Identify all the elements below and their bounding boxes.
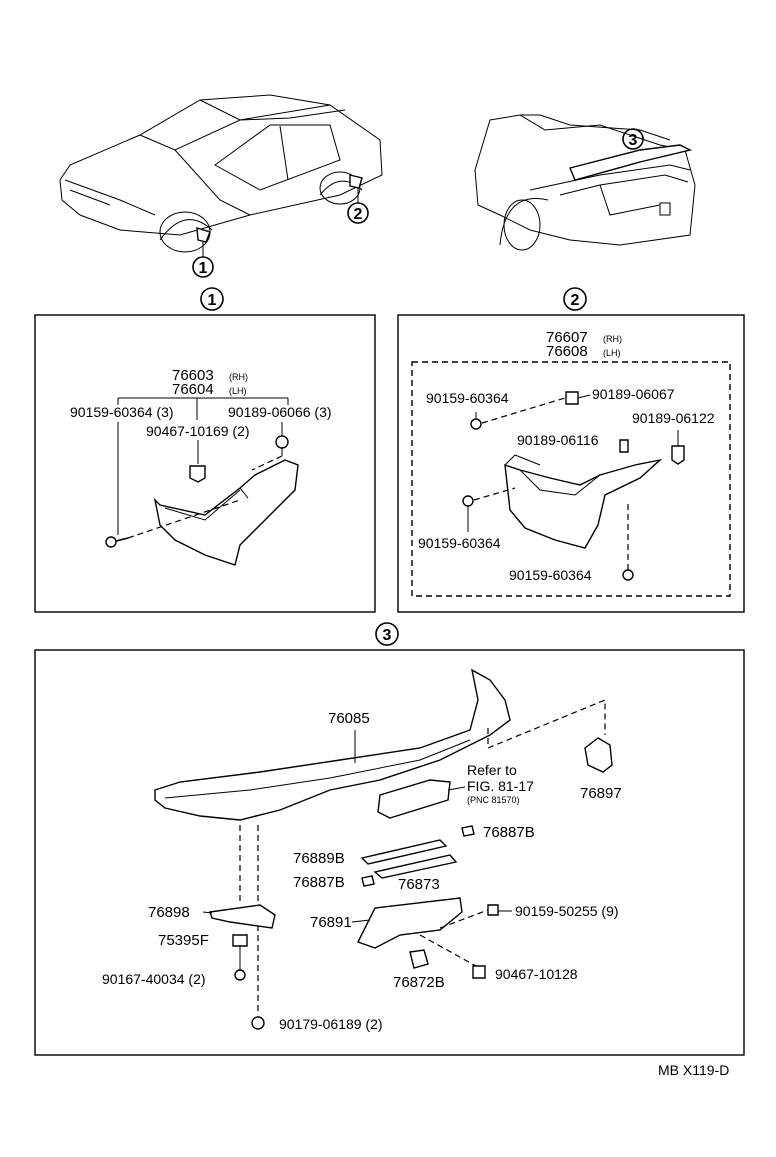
bolt-a-part [234,969,246,981]
nut-label: 75395F [158,932,209,949]
callout-3-label: 3 [629,132,638,149]
pad-a-part [461,825,475,837]
p2-part-rh: 76607 [546,329,588,346]
nut-part [232,934,248,947]
strip-b-label: 76889B [293,850,345,867]
cap-label: 76872B [393,974,445,991]
left-bracket-part [209,904,276,929]
screw-part [487,904,499,916]
p2-screw-b-part [462,495,474,507]
panel-3-heading: 3 [383,627,392,644]
p2-clip-c-label: 90189-06122 [632,410,715,426]
pad-b-label: 76887B [293,874,345,891]
p2-clip-a-label: 90189-06067 [592,386,675,402]
spoiler-label: 76085 [328,710,370,727]
strip-b-part [360,839,448,865]
refer-label-2: FIG. 81-17 [467,778,534,794]
callout-2-marker [347,202,369,224]
p2-screw-a-part [470,418,482,430]
pad-a-label: 76887B [483,824,535,841]
p2-screw-c-part [622,569,634,581]
panel-1-box [34,314,376,613]
pad-b-part [361,875,375,887]
p1-screw-label: 90159-60364 (3) [70,404,174,420]
callout-2-label: 2 [354,206,363,223]
grommet-part-3 [472,965,486,979]
high-mount-stop-lamp [377,779,451,819]
panel-2-heading: 2 [571,292,580,309]
p2-screw-a-label: 90159-60364 [426,390,509,406]
p2-screw-b-label: 90159-60364 [418,535,501,551]
p1-grommet-label: 90467-10169 (2) [146,423,250,439]
plate-label: 76891 [310,914,352,931]
mudguard-front [153,459,299,566]
rear-spoiler [154,668,511,821]
p2-screw-c-label: 90159-60364 [509,567,592,583]
p2-clip-c-part [671,445,685,465]
car-front-view [59,94,383,257]
spoiler-end-cover [584,737,613,773]
callout-1-marker [192,256,214,278]
refer-label-1: Refer to [467,762,517,778]
refer-label-3: (PNC 81570) [467,795,520,805]
panel-1-heading-marker [200,287,224,311]
grommet-label-3: 90467-10128 [495,966,578,982]
panel-3-heading-marker [375,622,399,646]
p2-clip-a-part [565,391,579,405]
screw-label: 90159-50255 (9) [515,903,619,919]
p1-lh-tag: (LH) [229,386,247,396]
strip-part [373,854,458,879]
mounting-plate-part [357,897,463,949]
p2-part-lh: 76608 [546,343,588,360]
callout-1-label: 1 [199,260,208,277]
p2-rh-tag: (RH) [603,334,622,344]
clip-part [275,435,289,456]
bolt-b-label: 90179-06189 (2) [279,1016,383,1032]
panel-3-box [34,649,745,1056]
p1-part-lh: 76604 [172,381,214,398]
mudguard-rear [504,454,663,549]
left-bracket-label: 76898 [148,904,190,921]
panel-1-heading: 1 [208,292,217,309]
p1-rh-tag: (RH) [229,372,248,382]
panel-2-heading-marker [563,287,587,311]
cap-part [409,949,429,969]
screw-part [105,536,129,548]
cover-label: 76897 [580,785,622,802]
p1-part-rh: 76603 [172,367,214,384]
p2-dashed-group [411,361,731,597]
car-rear-view [474,114,696,251]
p2-clip-b-label: 90189-06116 [517,432,599,448]
grommet-part [189,465,206,483]
p1-clip-label: 90189-06066 (3) [228,404,332,420]
callout-3-marker [622,128,644,150]
bolt-a-label: 90167-40034 (2) [102,971,206,987]
p2-clip-b-part [619,439,629,453]
bolt-b-part [251,1016,265,1030]
figure-code: MB X119-D [658,1062,729,1078]
p2-lh-tag: (LH) [603,348,621,358]
strip-label: 76873 [398,876,440,893]
panel-2-box [397,314,745,613]
